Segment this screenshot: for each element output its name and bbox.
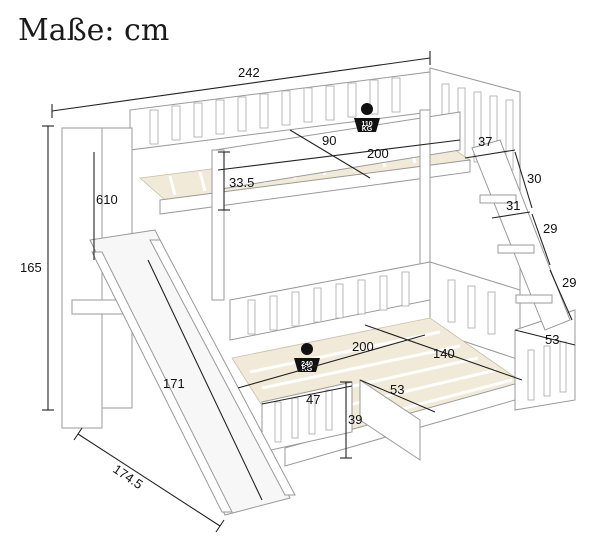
label-rail-height-upper: 33.5 (229, 175, 254, 190)
label-total-length: 242 (238, 65, 260, 80)
label-front-panel-width: 47 (306, 392, 320, 407)
label-step-3: 29 (562, 275, 576, 290)
diagram-title: Maße: cm (18, 13, 169, 48)
label-lower-length: 200 (352, 339, 374, 354)
front-guard-slats (274, 389, 333, 443)
label-front-gap: 53 (390, 382, 404, 397)
label-side-panel-width: 53 (545, 332, 559, 347)
upper-rear-slats (149, 77, 401, 145)
bed-illustration (61, 67, 576, 516)
upper-weight-value: 110 (361, 121, 372, 128)
lower-weight-badge: 240 KG (294, 343, 320, 373)
label-ladder-height: 610 (96, 192, 118, 207)
label-total-height: 165 (20, 260, 42, 275)
dimension-lines (42, 51, 576, 533)
label-upper-length: 200 (367, 146, 389, 161)
label-upper-width: 90 (322, 133, 336, 148)
label-ladder-top-width: 37 (478, 134, 492, 149)
lower-weight-unit: KG (302, 366, 313, 373)
lower-rear-slats (247, 271, 496, 335)
upper-weight-badge: 110 KG (354, 103, 380, 133)
stair-steps (479, 194, 553, 304)
label-slide-length: 171 (163, 376, 185, 391)
label-front-panel-height: 39 (348, 412, 362, 427)
label-step-2: 29 (543, 221, 557, 236)
lower-weight-value: 240 (301, 361, 313, 368)
end-guard-slats (527, 341, 567, 401)
upper-weight-unit: KG (362, 126, 373, 133)
label-lower-width: 140 (433, 346, 455, 361)
label-step-depth: 31 (506, 198, 520, 213)
label-step-1: 30 (527, 171, 541, 186)
